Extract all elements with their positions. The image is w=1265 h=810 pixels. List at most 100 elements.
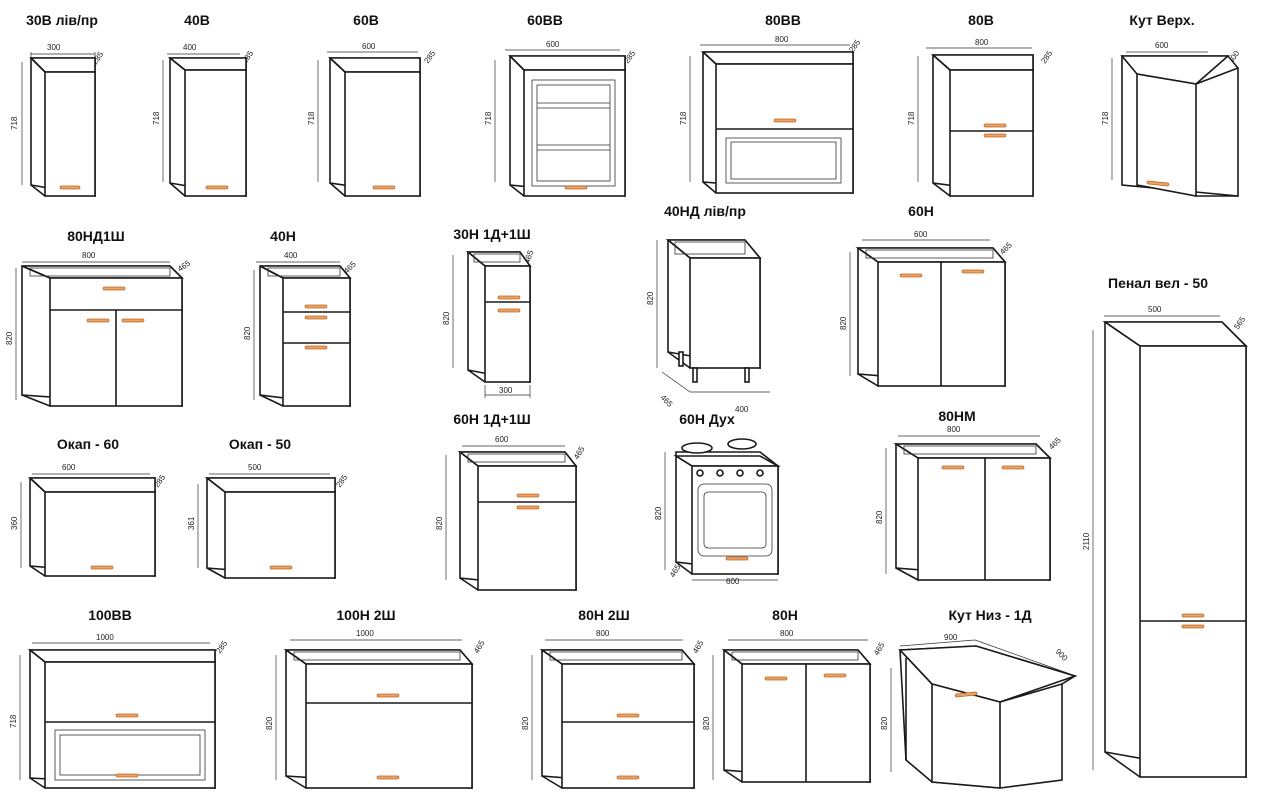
dim-width: 600 bbox=[1155, 41, 1169, 50]
dim-depth: 285 bbox=[422, 49, 437, 66]
dim-height: 360 bbox=[10, 516, 19, 530]
cabinet-title: 80ВВ bbox=[765, 12, 801, 28]
dim-height: 820 bbox=[646, 291, 655, 305]
cabinet-30n1d1sh: 30Н 1Д+1Ш 465 820 300 bbox=[442, 226, 536, 398]
dim-height: 820 bbox=[875, 510, 884, 524]
dim-width: 400 bbox=[735, 405, 749, 414]
cabinet-80nm: 80НМ 800 465 820 bbox=[875, 408, 1063, 581]
cabinet-penal: Пенал вел - 50 500 565 2110 bbox=[1082, 275, 1248, 778]
dim-width: 800 bbox=[82, 251, 96, 260]
dim-height: 820 bbox=[265, 716, 274, 730]
cabinet-title: 40НД лів/пр bbox=[664, 203, 746, 219]
cabinet-40n: 40Н 400 465 820 bbox=[243, 228, 358, 407]
dim-width: 600 bbox=[495, 435, 509, 444]
cabinet-title: 80НМ bbox=[938, 408, 975, 424]
dim-height: 820 bbox=[442, 311, 451, 325]
dim-width: 600 bbox=[726, 577, 740, 586]
dim-height: 361 bbox=[187, 516, 196, 530]
dim-width: 800 bbox=[975, 38, 989, 47]
cabinet-40v: 40В 400 285 718 bbox=[152, 12, 256, 197]
cabinet-60n1d1sh: 60Н 1Д+1Ш 600 465 820 bbox=[435, 411, 587, 591]
dim-depth: 465 bbox=[659, 393, 675, 409]
dim-width: 400 bbox=[183, 43, 197, 52]
cabinet-kut-verh: Кут Верх. 600 600 718 bbox=[1101, 12, 1242, 197]
dim-depth: 465 bbox=[572, 444, 587, 461]
cabinet-80n2sh: 80Н 2Ш 800 465 820 bbox=[521, 607, 706, 789]
cabinet-80vv: 80ВВ 800 285 718 bbox=[679, 12, 863, 194]
dim-width: 500 bbox=[1148, 305, 1162, 314]
dim-height: 718 bbox=[484, 111, 493, 125]
dim-height: 820 bbox=[435, 516, 444, 530]
dim-width: 600 bbox=[914, 230, 928, 239]
cabinet-title: 60В bbox=[353, 12, 379, 28]
dim-height: 718 bbox=[152, 111, 161, 125]
dim-width: 300 bbox=[47, 43, 61, 52]
cabinet-60vv: 60ВВ 600 285 718 bbox=[484, 12, 638, 197]
dim-width: 1000 bbox=[356, 629, 374, 638]
cabinet-60ndukh: 60Н Дух 820 600 465 bbox=[654, 411, 782, 586]
dim-depth: 465 bbox=[691, 638, 706, 655]
dim-height: 718 bbox=[907, 111, 916, 125]
cabinet-100n2sh: 100Н 2Ш 1000 465 820 bbox=[265, 607, 487, 789]
dim-depth: 465 bbox=[472, 638, 487, 655]
dim-width: 600 bbox=[62, 463, 76, 472]
dim-height: 820 bbox=[654, 506, 663, 520]
dim-height: 718 bbox=[679, 111, 688, 125]
cabinet-title: 80НД1Ш bbox=[67, 228, 125, 244]
cabinet-title: Окап - 60 bbox=[57, 436, 119, 452]
cabinet-40nd: 40НД лів/пр 820 465 400 bbox=[646, 203, 770, 414]
cabinet-title: 80В bbox=[968, 12, 994, 28]
dim-depth: 465 bbox=[1047, 435, 1063, 451]
dim-width: 800 bbox=[596, 629, 610, 638]
cabinet-title: 100Н 2Ш bbox=[336, 607, 395, 623]
cabinet-60n: 60Н 600 465 820 bbox=[839, 203, 1014, 387]
dim-height: 820 bbox=[521, 716, 530, 730]
cabinet-80v: 80В 800 285 718 bbox=[907, 12, 1055, 197]
dim-width: 800 bbox=[775, 35, 789, 44]
cabinet-100vv: 100ВВ 1000 285 718 bbox=[9, 607, 230, 789]
dim-depth: 900 bbox=[1054, 647, 1070, 663]
dim-depth: 285 bbox=[214, 639, 229, 656]
dim-height: 820 bbox=[839, 316, 848, 330]
dim-width: 500 bbox=[248, 463, 262, 472]
dim-height: 820 bbox=[243, 326, 252, 340]
cabinet-80n: 80Н 800 465 820 bbox=[702, 607, 887, 783]
dim-width: 300 bbox=[499, 386, 513, 395]
cabinet-80nd1sh: 80НД1Ш 800 465 820 bbox=[5, 228, 193, 407]
cabinet-title: 30Н 1Д+1Ш bbox=[453, 226, 530, 242]
dim-height: 718 bbox=[10, 116, 19, 130]
cabinet-title: 60Н bbox=[908, 203, 934, 219]
cabinet-title: 80Н 2Ш bbox=[578, 607, 629, 623]
dim-height: 820 bbox=[702, 716, 711, 730]
dim-width: 900 bbox=[944, 633, 958, 642]
cabinet-title: Кут Низ - 1Д bbox=[948, 607, 1031, 623]
dim-width: 400 bbox=[284, 251, 298, 260]
dim-depth: 285 bbox=[334, 473, 349, 490]
cabinet-okap60: Окап - 60 600 285 360 bbox=[10, 436, 168, 577]
cabinet-title: 40В bbox=[184, 12, 210, 28]
cabinet-title: 60ВВ bbox=[527, 12, 563, 28]
dim-width: 1000 bbox=[96, 633, 114, 642]
cabinet-title: 30В лів/пр bbox=[26, 12, 98, 28]
cabinet-title: 60Н Дух bbox=[679, 411, 735, 427]
dim-depth: 565 bbox=[1232, 315, 1247, 332]
dim-depth: 465 bbox=[872, 640, 887, 657]
cabinet-title: Пенал вел - 50 bbox=[1108, 275, 1208, 291]
cabinet-title: 100ВВ bbox=[88, 607, 132, 623]
cabinet-title: 60Н 1Д+1Ш bbox=[453, 411, 530, 427]
dim-height: 718 bbox=[307, 111, 316, 125]
dim-width: 800 bbox=[780, 629, 794, 638]
dim-width: 800 bbox=[947, 425, 961, 434]
cabinet-okap50: Окап - 50 500 285 361 bbox=[187, 436, 350, 579]
dim-depth: 285 bbox=[1039, 49, 1054, 66]
dim-height: 820 bbox=[880, 716, 889, 730]
dim-height: 718 bbox=[9, 714, 18, 728]
dim-width: 600 bbox=[546, 40, 560, 49]
cabinet-title: Окап - 50 bbox=[229, 436, 291, 452]
dim-height: 718 bbox=[1101, 111, 1110, 125]
cabinet-60v: 60В 600 285 718 bbox=[307, 12, 438, 197]
cabinet-30v: 30В лів/пр 300 285 718 bbox=[10, 12, 106, 197]
cabinet-kut-nyz: Кут Низ - 1Д 900 900 820 bbox=[880, 607, 1078, 789]
dim-height: 2110 bbox=[1082, 532, 1091, 550]
